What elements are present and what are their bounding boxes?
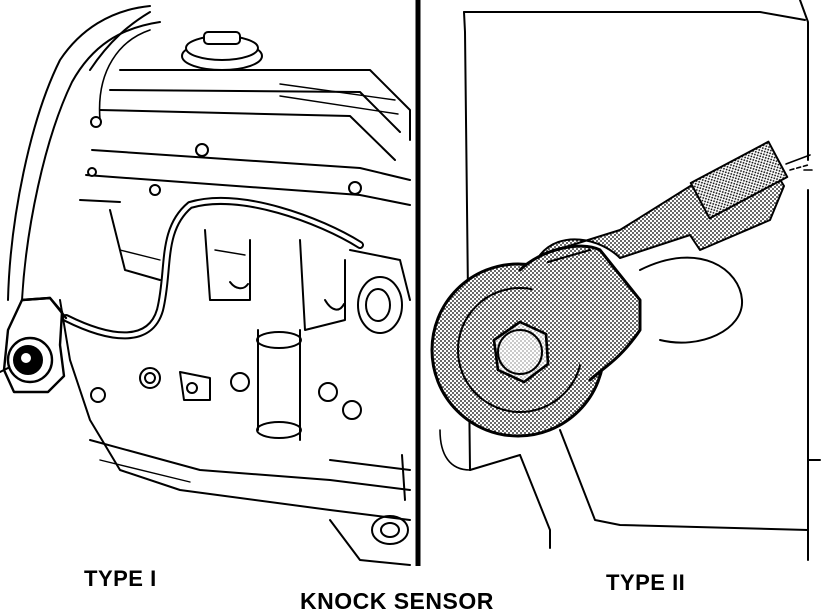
type-i-engine-drawing (0, 5, 411, 566)
type-ii-sensor-drawing (430, 0, 821, 561)
figure-caption: KNOCK SENSOR (300, 588, 494, 614)
type-i-label: TYPE I (84, 566, 157, 591)
type-ii-label: TYPE II (606, 570, 686, 595)
